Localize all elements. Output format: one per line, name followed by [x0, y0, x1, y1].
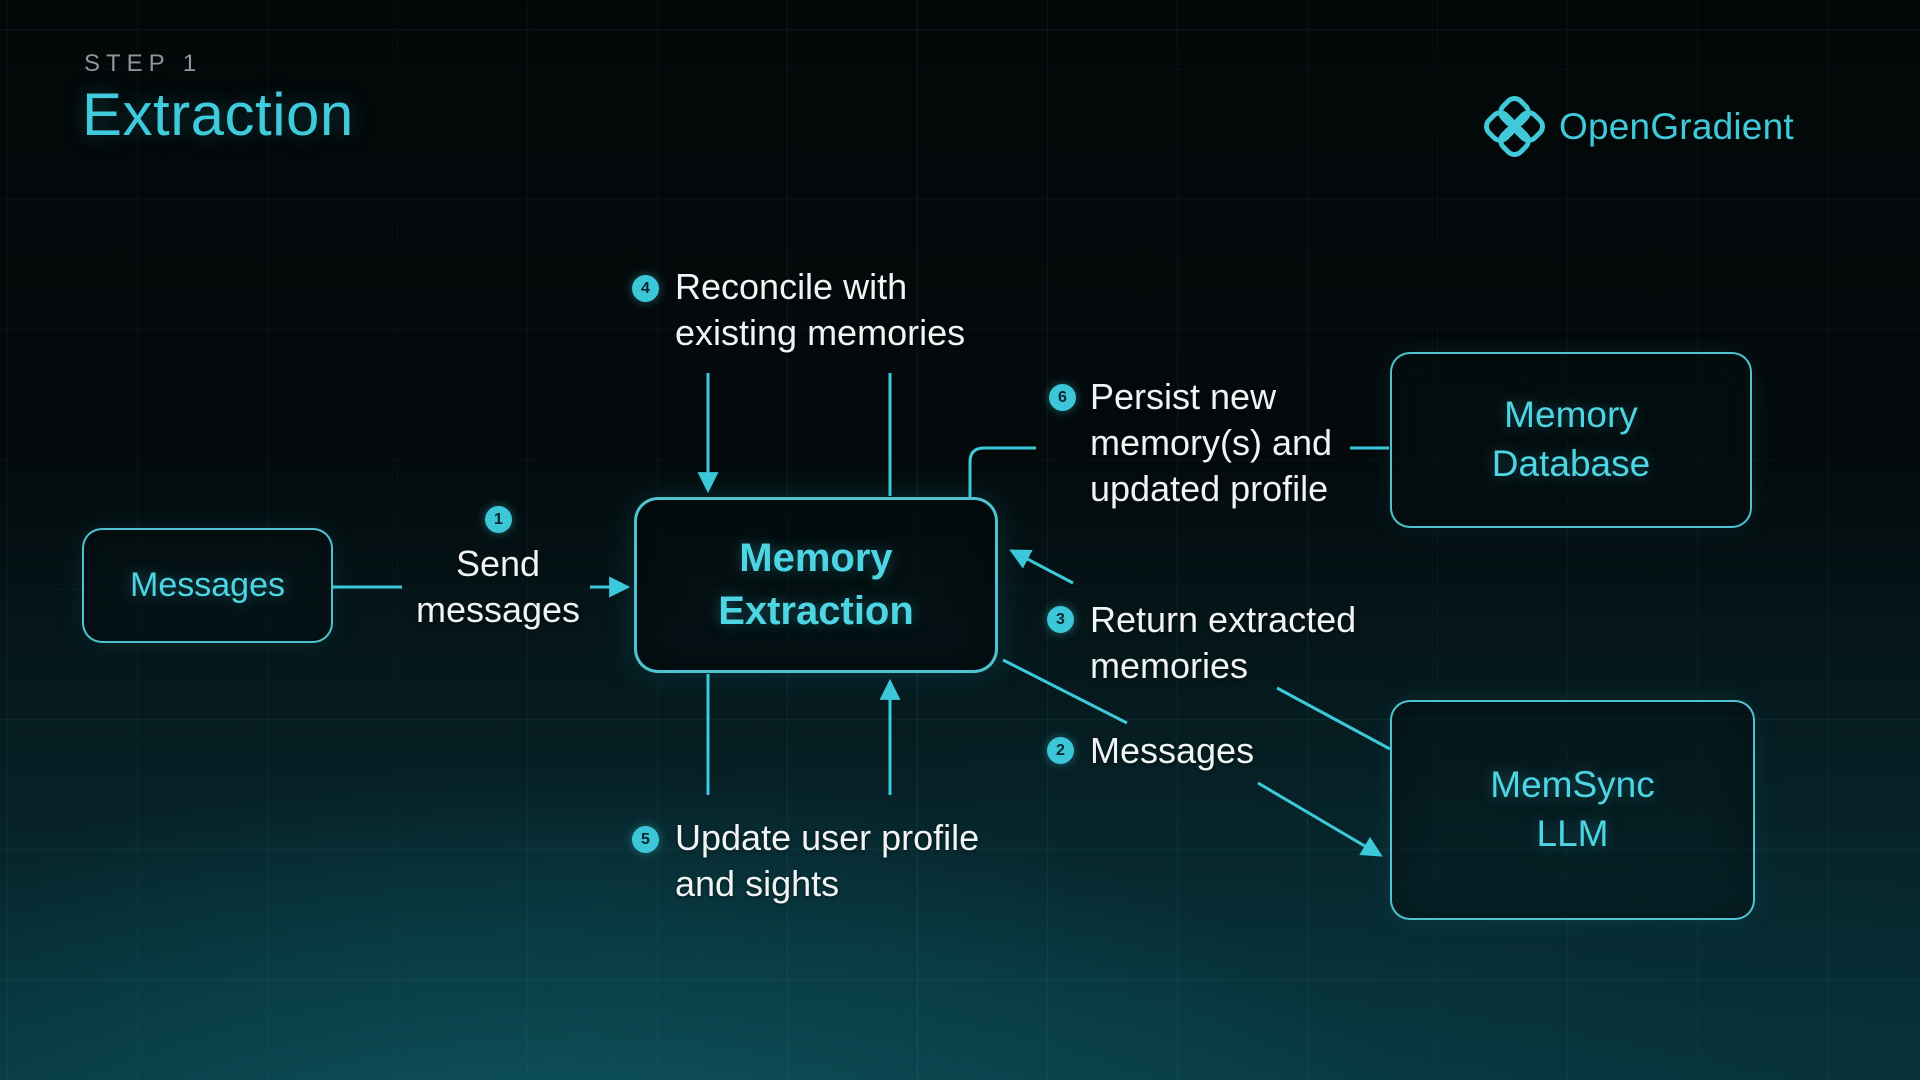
- page-title: Extraction: [82, 81, 354, 148]
- node-messages-label: Messages: [130, 566, 285, 605]
- arrow-return-memories: [1009, 549, 1074, 585]
- line-return-memories-a: [1276, 686, 1391, 751]
- node-memory-database: Memory Database: [1390, 352, 1752, 528]
- clover-flower-icon: [1483, 95, 1546, 158]
- node-memory-extraction: Memory Extraction: [634, 497, 998, 673]
- line-messages-to-llm-a: [1002, 658, 1128, 725]
- step-2-badge: 2: [1047, 737, 1074, 764]
- brand-name: OpenGradient: [1559, 105, 1794, 147]
- step-4-label: Reconcile with existing memories: [675, 266, 966, 353]
- line-persist-elbow: [968, 446, 1036, 497]
- step-6-badge: 6: [1049, 384, 1076, 411]
- step-label: STEP 1: [84, 50, 203, 77]
- step-3-label: Return extracted memories: [1090, 599, 1357, 686]
- brand-logo: OpenGradient: [1483, 95, 1794, 158]
- node-memory-extraction-label: Memory Extraction: [718, 536, 914, 633]
- node-memsync-llm-label: MemSync LLM: [1490, 764, 1655, 854]
- step-3-badge: 3: [1047, 606, 1074, 633]
- step-4-badge: 4: [632, 275, 659, 302]
- step-5-label: Update user profile and sights: [675, 817, 980, 904]
- step-5-badge: 5: [632, 826, 659, 853]
- step-1-label: Send messages: [415, 543, 581, 630]
- node-memory-database-label: Memory Database: [1491, 394, 1651, 484]
- node-memsync-llm: MemSync LLM: [1390, 700, 1755, 920]
- node-messages: Messages: [82, 528, 333, 643]
- step-6-label: Persist new memory(s) and updated profil…: [1090, 376, 1333, 509]
- step-1-badge: 1: [485, 506, 512, 533]
- arrow-messages-to-llm: [1257, 781, 1383, 857]
- step-2-label: Messages: [1090, 730, 1255, 771]
